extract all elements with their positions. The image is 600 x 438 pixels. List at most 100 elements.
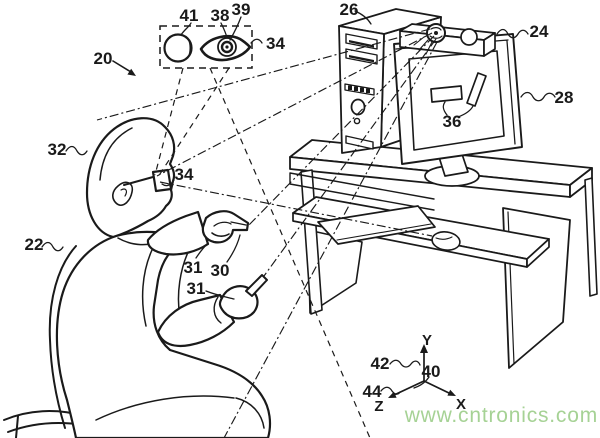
leader-lines <box>41 10 556 395</box>
button <box>348 85 352 90</box>
pupil-dot <box>225 45 229 49</box>
ref-label-28: 28 <box>555 88 574 107</box>
axis-label-x: X <box>456 396 466 413</box>
knee-line <box>235 397 265 429</box>
leader-28 <box>520 91 556 102</box>
chair-back <box>48 245 77 429</box>
eye-icon <box>199 35 252 62</box>
camera-sight-lines <box>96 28 438 438</box>
tray-right-edge <box>526 238 550 268</box>
figure-arrow-20 <box>112 60 136 76</box>
knuckle-line <box>213 221 232 227</box>
leader-26 <box>354 10 372 25</box>
ref-label-31-lower: 31 <box>187 279 206 298</box>
axis-label-y: Y <box>422 332 432 349</box>
leader-34-glasses <box>161 179 175 187</box>
reference-numerals: 20 22 24 26 28 30 31 31 32 34 34 36 38 3… <box>25 0 574 401</box>
screen-object-tilted <box>466 72 487 107</box>
fov-upper-line <box>96 28 431 121</box>
lap-line <box>95 395 235 421</box>
pointing-hand-lower <box>218 285 259 320</box>
glasses-arm <box>123 176 154 186</box>
ref-label-41: 41 <box>180 6 199 25</box>
mouse <box>431 231 461 251</box>
line-to-upper-finger <box>247 35 435 227</box>
keyboard-key-line <box>336 223 432 241</box>
ref-label-22: 22 <box>25 235 44 254</box>
leader-42 <box>389 359 421 368</box>
camera-lens-right <box>460 28 478 46</box>
watermark-text: www.cntronics.com <box>404 404 598 427</box>
leader-30 <box>226 234 241 263</box>
camera-bar <box>399 23 496 57</box>
pointing-hand-upper <box>201 210 250 244</box>
glasses-lens <box>151 168 173 193</box>
button <box>366 88 370 93</box>
axis-label-z: Z <box>374 398 383 415</box>
lens-detail <box>429 27 443 39</box>
lens-scribbles <box>413 36 433 55</box>
fov-lower-line <box>223 41 438 438</box>
dashed-box <box>159 25 253 69</box>
coordinate-axes: Y X Z <box>374 332 466 415</box>
leader-40 <box>413 376 430 389</box>
leader-31-upper <box>195 242 209 259</box>
leader-38 <box>220 22 228 39</box>
ref-label-34-glasses: 34 <box>175 165 194 184</box>
line-to-lower-finger <box>263 38 437 277</box>
ref-label-36: 36 <box>443 112 462 131</box>
eyeball-icon <box>163 33 193 63</box>
leader-24 <box>496 28 529 39</box>
vent-slot <box>345 135 374 150</box>
leader-34-box <box>250 38 263 44</box>
button <box>360 87 364 92</box>
ref-label-30: 30 <box>211 261 230 280</box>
arrowhead <box>127 68 136 76</box>
projection-line-down <box>209 67 371 438</box>
leader-41 <box>180 22 192 36</box>
lower-sleeve <box>156 293 236 348</box>
ref-label-20: 20 <box>94 49 113 68</box>
drive-slot <box>349 55 374 63</box>
jacket-fold <box>141 249 153 327</box>
cuff-line <box>213 296 222 324</box>
ref-label-26: 26 <box>340 0 359 19</box>
ref-label-32: 32 <box>48 140 67 159</box>
user-head <box>85 117 176 239</box>
ref-label-34-box: 34 <box>266 34 285 53</box>
iris-inner <box>220 40 234 54</box>
ref-label-44: 44 <box>363 382 382 401</box>
keyboard <box>317 205 436 245</box>
leader-39 <box>229 16 242 41</box>
y-arrowhead <box>420 344 428 353</box>
z-axis <box>392 380 425 397</box>
upper-sleeve <box>146 210 210 256</box>
lens-center <box>434 31 438 35</box>
hair-line <box>99 127 133 181</box>
mouse-button-line <box>435 236 453 240</box>
desk-rail <box>289 172 435 211</box>
leader-31-lower <box>205 290 235 300</box>
ref-label-40: 40 <box>422 362 441 381</box>
leader-22 <box>41 241 64 252</box>
button <box>354 86 358 91</box>
led-dot <box>353 117 361 125</box>
user-figure <box>55 117 272 438</box>
x-axis <box>423 380 451 395</box>
eye-projection-line <box>154 67 184 176</box>
power-button <box>350 98 366 116</box>
ref-label-38: 38 <box>211 6 230 25</box>
fist-crease <box>211 232 230 237</box>
monitor-screen <box>408 50 505 151</box>
gaze-line-to-desk <box>159 181 433 237</box>
desk-back-right-leg <box>584 177 598 297</box>
gaze-detection-box <box>159 25 253 69</box>
pointing-finger-lower <box>245 274 268 297</box>
arrow-line <box>112 60 132 73</box>
ref-label-42: 42 <box>371 354 390 373</box>
ref-label-39: 39 <box>232 0 251 19</box>
line-to-glasses <box>156 32 433 177</box>
ref-label-24: 24 <box>530 22 549 41</box>
